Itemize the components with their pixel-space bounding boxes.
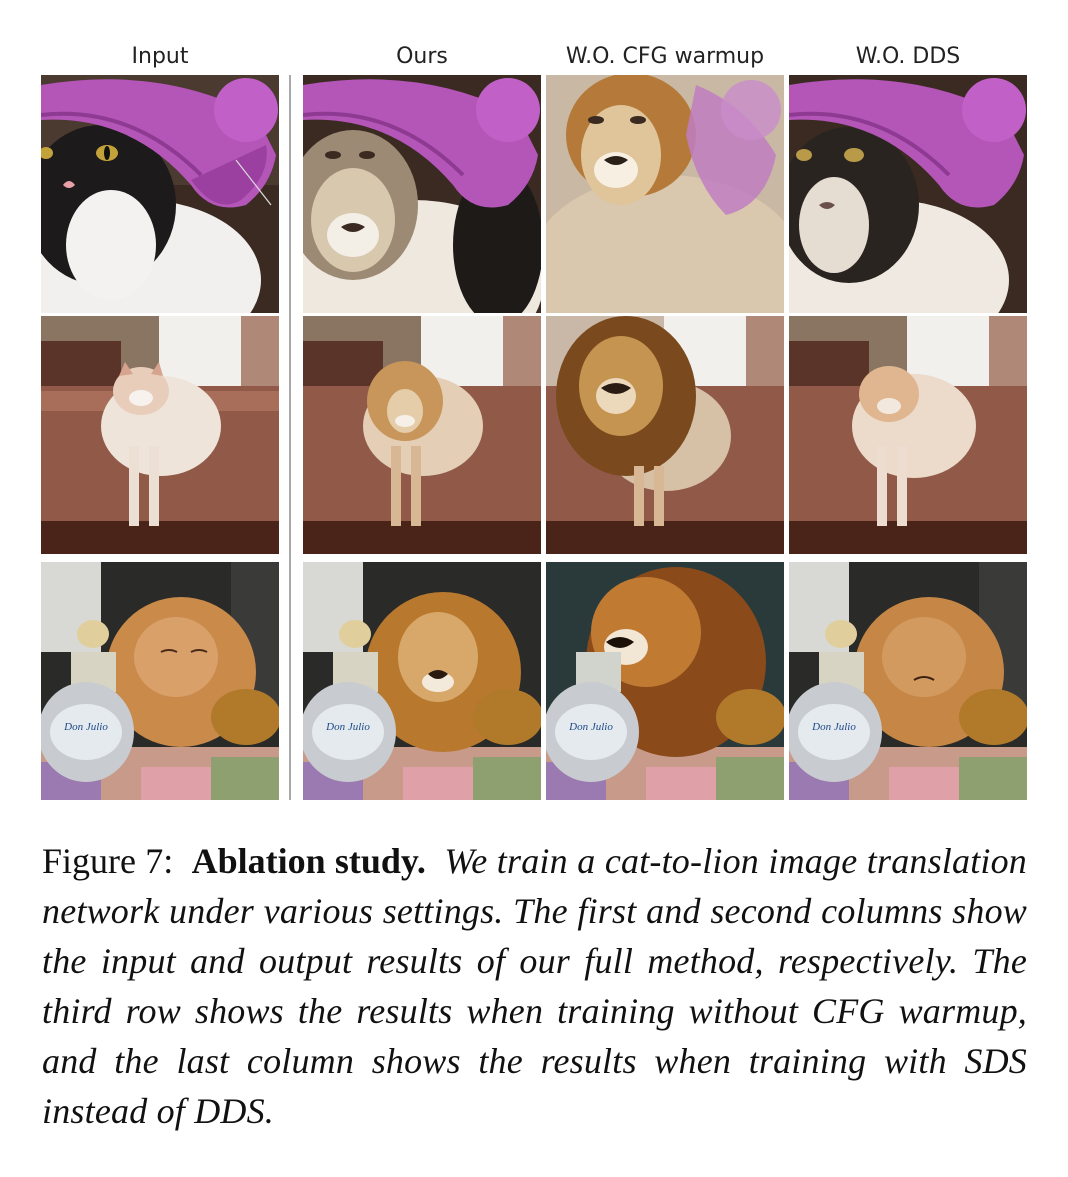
bottle-label: Don Julio: [568, 721, 613, 733]
column-header-wo-cfg-warmup: W.O. CFG warmup: [565, 44, 765, 69]
image-row1-input: [41, 75, 279, 313]
image-row3-wo-dds: Don Julio: [789, 562, 1027, 800]
column-header-input: Input: [131, 44, 189, 69]
image-row3-wo-cfg-warmup: Don Julio: [546, 562, 784, 800]
image-row1-ours: [303, 75, 541, 313]
image-row3-ours: Don Julio: [303, 562, 541, 800]
caption-title: Ablation study.: [191, 841, 426, 881]
image-row1-wo-dds: [789, 75, 1027, 313]
image-row2-input: [41, 316, 279, 554]
bottle-label: Don Julio: [325, 721, 370, 733]
caption-body: We train a cat-to-lion image translation…: [42, 841, 1028, 1131]
image-row2-wo-dds: [789, 316, 1027, 554]
image-row2-wo-cfg-warmup: [546, 316, 784, 554]
image-row1-wo-cfg-warmup: [546, 75, 784, 313]
column-header-ours: Ours: [396, 44, 448, 69]
column-divider: [289, 75, 291, 800]
bottle-label: Don Julio: [811, 721, 856, 733]
figure-label: Figure 7:: [42, 841, 174, 881]
image-row3-input: Don Julio: [41, 562, 279, 800]
column-header-wo-dds: W.O. DDS: [855, 44, 961, 69]
bottle-label: Don Julio: [63, 721, 108, 733]
figure-caption: Figure 7: Ablation study. We train a cat…: [42, 836, 1027, 1136]
image-row2-ours: [303, 316, 541, 554]
